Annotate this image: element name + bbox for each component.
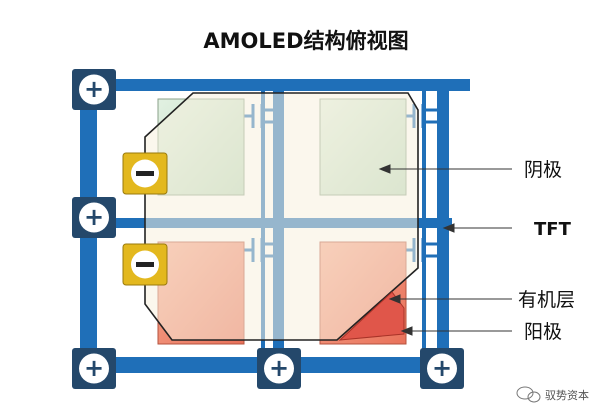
plus-icon [79, 202, 109, 233]
negative-terminal-upper [122, 152, 168, 195]
tft-callout-arrow [442, 223, 512, 233]
svg-text:+: + [269, 354, 289, 382]
watermark-text: 驭势资本 [545, 388, 589, 402]
svg-text:+: + [432, 354, 452, 382]
right-vertical-bus-line [437, 79, 449, 373]
watermark: 驭势资本 [516, 386, 589, 403]
label-cathode: 阴极 [524, 159, 562, 181]
inner-vertical-line-2 [422, 91, 426, 357]
label-anode: 阳极 [524, 321, 562, 343]
positive-terminal-bottom-center: + [257, 348, 301, 389]
label-organic: 有机层 [518, 289, 575, 311]
anode-callout-arrow [400, 326, 512, 336]
negative-terminals [122, 152, 168, 286]
plus-icon [79, 74, 109, 105]
callout-arrows [378, 164, 512, 336]
organic-callout-arrow [388, 294, 512, 304]
cathode-callout-arrow [378, 164, 512, 174]
positive-terminal-bottom-right: + [420, 348, 464, 389]
plus-icon [79, 353, 109, 384]
plus-icon [427, 353, 457, 384]
svg-text:+: + [84, 354, 104, 382]
svg-text:+: + [84, 75, 104, 103]
cathode-layer [144, 92, 419, 341]
positive-terminals: + + + + + [72, 69, 464, 389]
svg-text:+: + [84, 203, 104, 231]
label-tft: TFT [534, 219, 572, 240]
positive-terminal-middle-left: + [72, 197, 116, 238]
positive-terminal-top-left: + [72, 69, 116, 110]
positive-terminal-bottom-left: + [72, 348, 116, 389]
negative-terminal-lower [122, 243, 168, 286]
wechat-icon [516, 386, 541, 403]
plus-icon [264, 353, 294, 384]
diagram-title: AMOLED结构俯视图 [203, 29, 408, 53]
